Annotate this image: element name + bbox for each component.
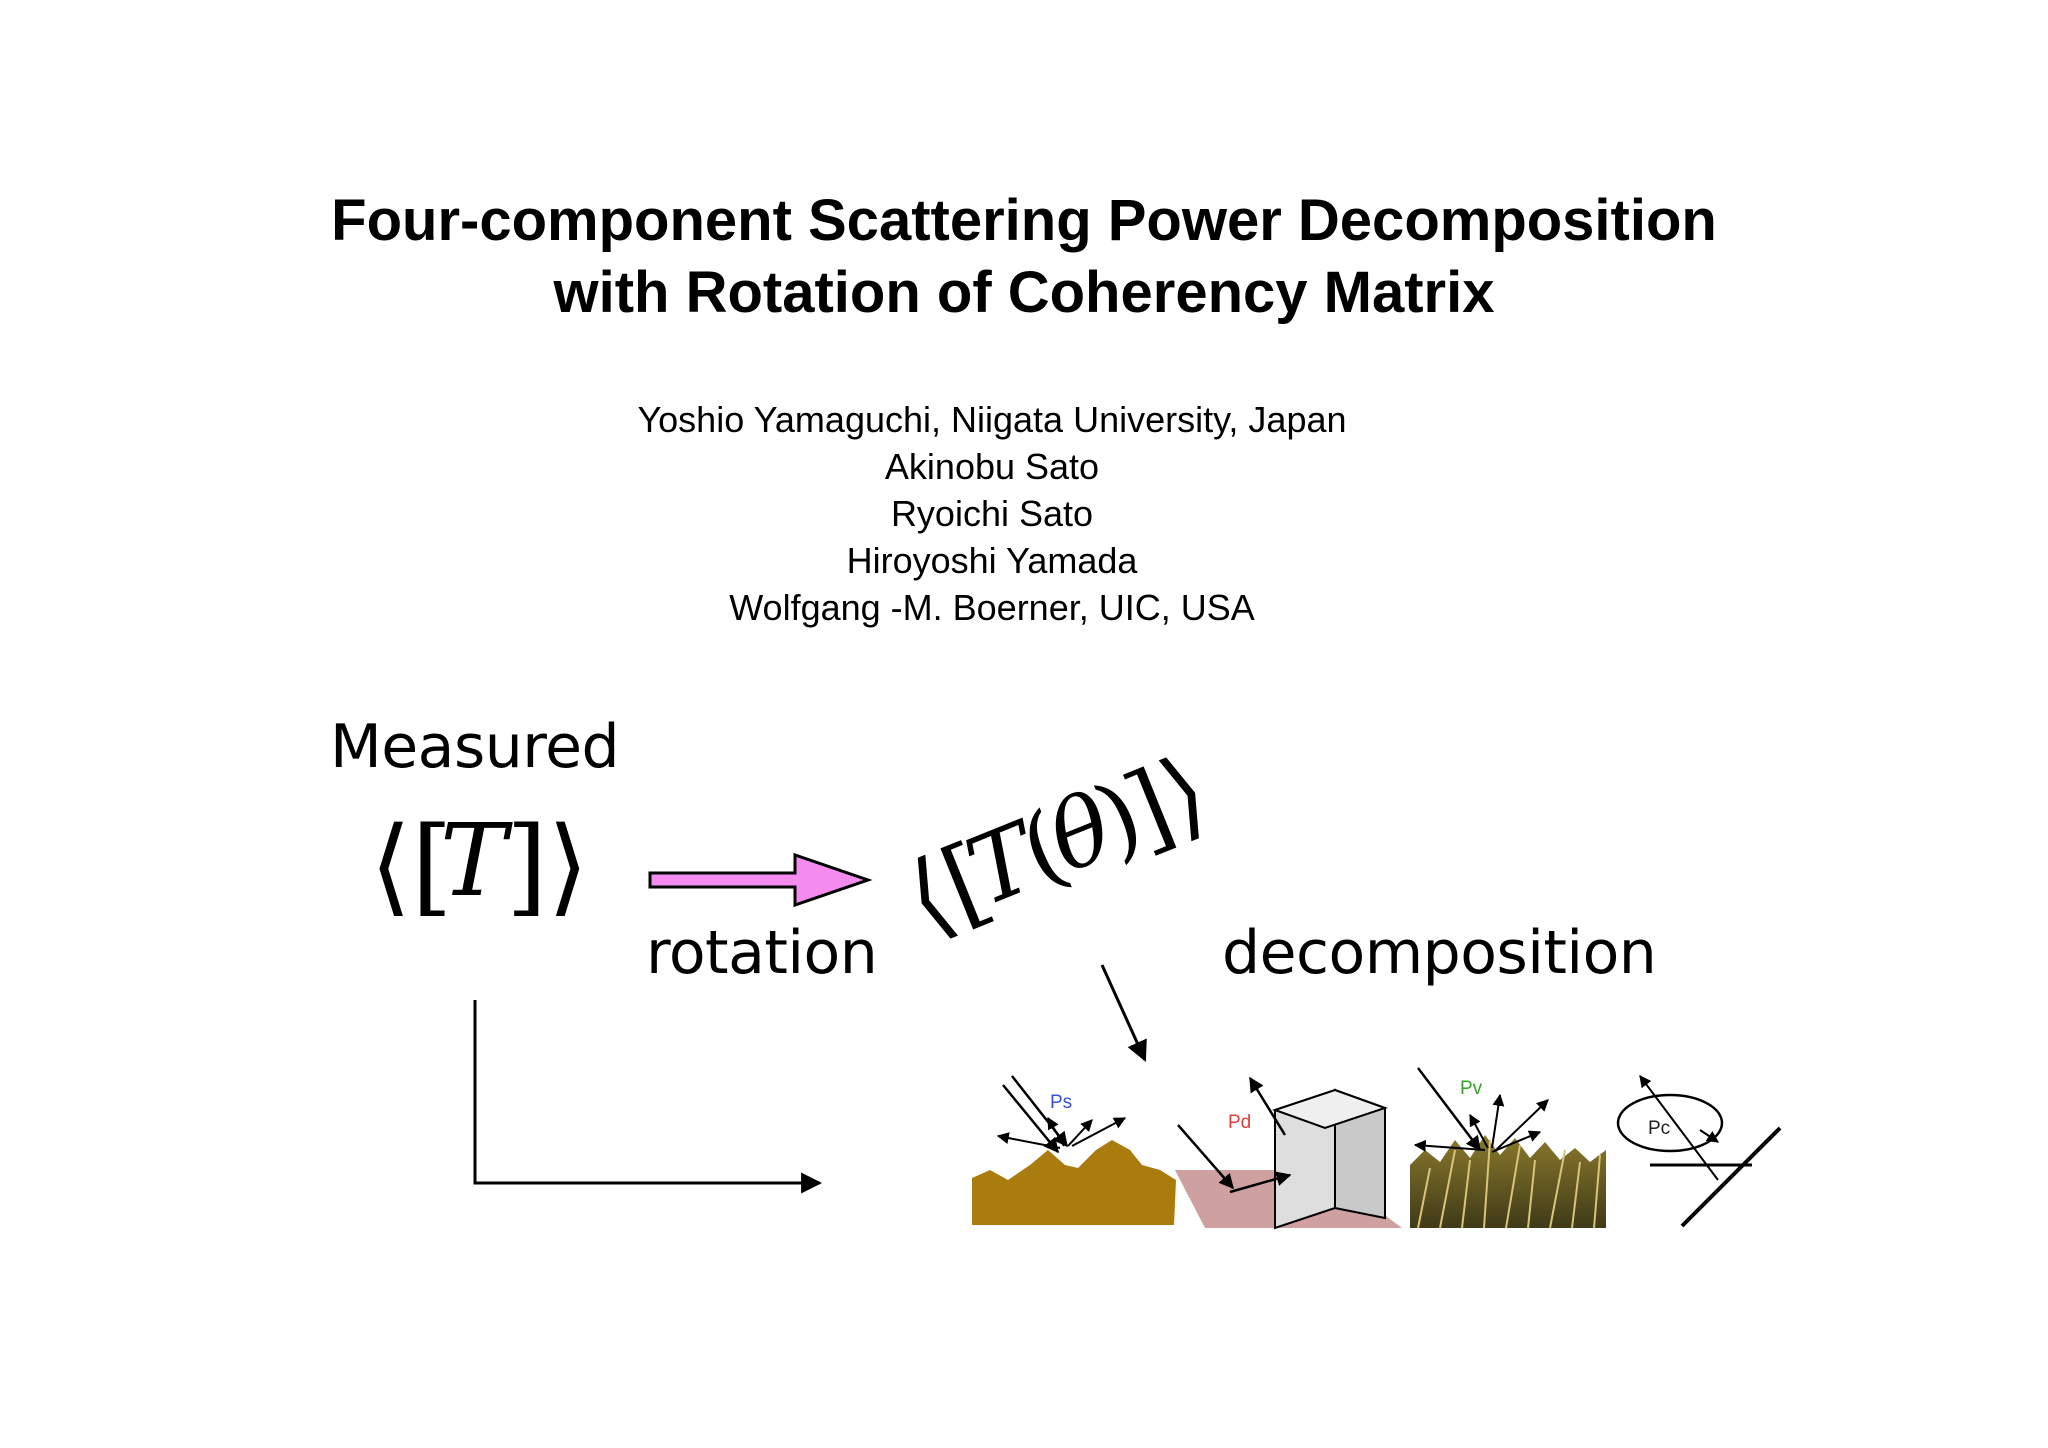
helix-scattering-icon: Pc [1616, 1075, 1782, 1228]
pc-label: Pc [1648, 1118, 1670, 1139]
measured-matrix-symbol: T [440, 802, 513, 919]
author-1: Yoshio Yamaguchi, Niigata University, Ja… [637, 399, 1347, 440]
author-4: Hiroyoshi Yamada [846, 540, 1138, 581]
measured-matrix: ⟨[ T ]⟩ [370, 802, 589, 927]
pv-label: Pv [1460, 1078, 1483, 1099]
measured-matrix-open: ⟨[ [370, 804, 453, 927]
bypass-arrow [473, 1000, 823, 1194]
pd-label: Pd [1228, 1112, 1251, 1133]
double-bounce-icon: Pd [1175, 1076, 1402, 1230]
author-list: Yoshio Yamaguchi, Niigata University, Ja… [0, 396, 1984, 631]
rotated-matrix: ⟨[ T ( θ ) ]⟩ [891, 735, 1223, 958]
rotation-arrow [648, 852, 873, 908]
surface-scattering-icon: Ps [972, 1075, 1176, 1225]
author-2: Akinobu Sato [884, 446, 1100, 487]
measured-matrix-close: ]⟩ [506, 804, 589, 927]
title-line-1: Four-component Scattering Power Decompos… [331, 188, 1717, 253]
author-5: Wolfgang -M. Boerner, UIC, USA [729, 587, 1255, 628]
measured-label: Measured [330, 712, 620, 782]
title-line-2: with Rotation of Coherency Matrix [553, 260, 1495, 325]
slide-title: Four-component Scattering Power Decompos… [0, 185, 2048, 329]
volume-scattering-icon: Pv [1410, 1067, 1606, 1229]
decomposition-arrow [1100, 964, 1147, 1062]
decomposition-label: decomposition [1222, 918, 1657, 988]
ps-label: Ps [1050, 1092, 1072, 1113]
author-3: Ryoichi Sato [890, 493, 1094, 534]
rotation-label: rotation [646, 918, 878, 988]
